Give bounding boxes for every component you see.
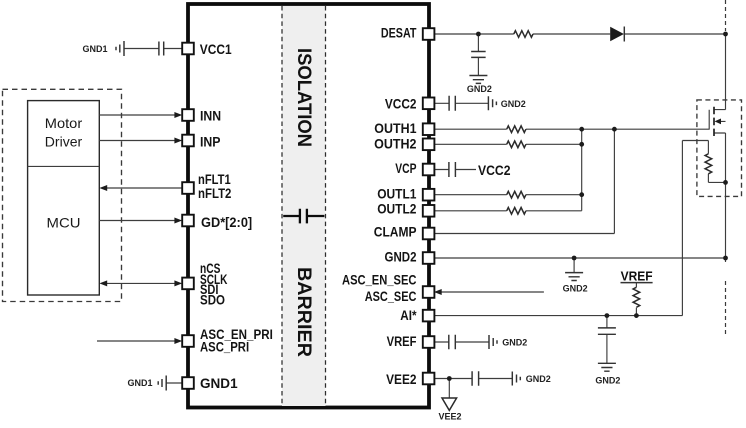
svg-text:VCP: VCP — [395, 161, 416, 176]
svg-text:GND1: GND1 — [200, 376, 238, 391]
svg-text:AI*: AI* — [400, 308, 417, 323]
svg-text:GND2: GND2 — [526, 374, 551, 384]
svg-text:ISOLATION: ISOLATION — [293, 48, 315, 147]
svg-text:GND2: GND2 — [563, 284, 588, 294]
svg-text:ASC_EN_PRI: ASC_EN_PRI — [200, 327, 273, 342]
svg-text:GND2: GND2 — [467, 84, 492, 94]
svg-text:CLAMP: CLAMP — [374, 225, 417, 240]
svg-text:OUTL1: OUTL1 — [377, 186, 417, 201]
svg-text:SDI: SDI — [200, 282, 219, 297]
svg-text:OUTH2: OUTH2 — [374, 137, 416, 152]
svg-text:VCC2: VCC2 — [385, 96, 417, 111]
svg-text:VEE2: VEE2 — [438, 412, 461, 422]
svg-text:ASC_EN_SEC: ASC_EN_SEC — [342, 273, 417, 288]
svg-text:Driver: Driver — [45, 134, 83, 150]
svg-text:INP: INP — [200, 135, 221, 150]
svg-text:VCC2: VCC2 — [478, 163, 511, 178]
svg-text:VREF: VREF — [621, 268, 653, 283]
svg-text:GND1: GND1 — [127, 378, 152, 388]
svg-text:GND2: GND2 — [501, 99, 526, 109]
svg-text:nCS: nCS — [200, 261, 220, 276]
svg-text:OUTL2: OUTL2 — [377, 202, 416, 217]
svg-text:nFLT1: nFLT1 — [198, 172, 231, 187]
svg-text:ASC_PRI: ASC_PRI — [200, 339, 249, 354]
svg-text:DESAT: DESAT — [381, 26, 417, 41]
svg-text:GND1: GND1 — [82, 44, 107, 54]
svg-text:VEE2: VEE2 — [386, 372, 416, 387]
svg-text:ASC_SEC: ASC_SEC — [365, 289, 417, 304]
svg-text:nFLT2: nFLT2 — [198, 186, 231, 201]
svg-text:BARRIER: BARRIER — [293, 267, 315, 357]
svg-text:GND2: GND2 — [595, 375, 620, 385]
svg-text:INN: INN — [200, 108, 221, 123]
svg-text:GND2: GND2 — [502, 337, 527, 347]
svg-text:OUTH1: OUTH1 — [374, 121, 417, 136]
svg-text:MCU: MCU — [47, 214, 81, 230]
svg-text:SDO: SDO — [200, 292, 225, 307]
svg-text:VCC1: VCC1 — [200, 42, 232, 57]
svg-text:GND2: GND2 — [385, 249, 417, 264]
svg-text:SCLK: SCLK — [200, 272, 228, 287]
svg-text:Motor: Motor — [45, 115, 83, 131]
svg-text:GD*[2:0]: GD*[2:0] — [201, 215, 252, 230]
svg-text:VREF: VREF — [387, 334, 417, 349]
